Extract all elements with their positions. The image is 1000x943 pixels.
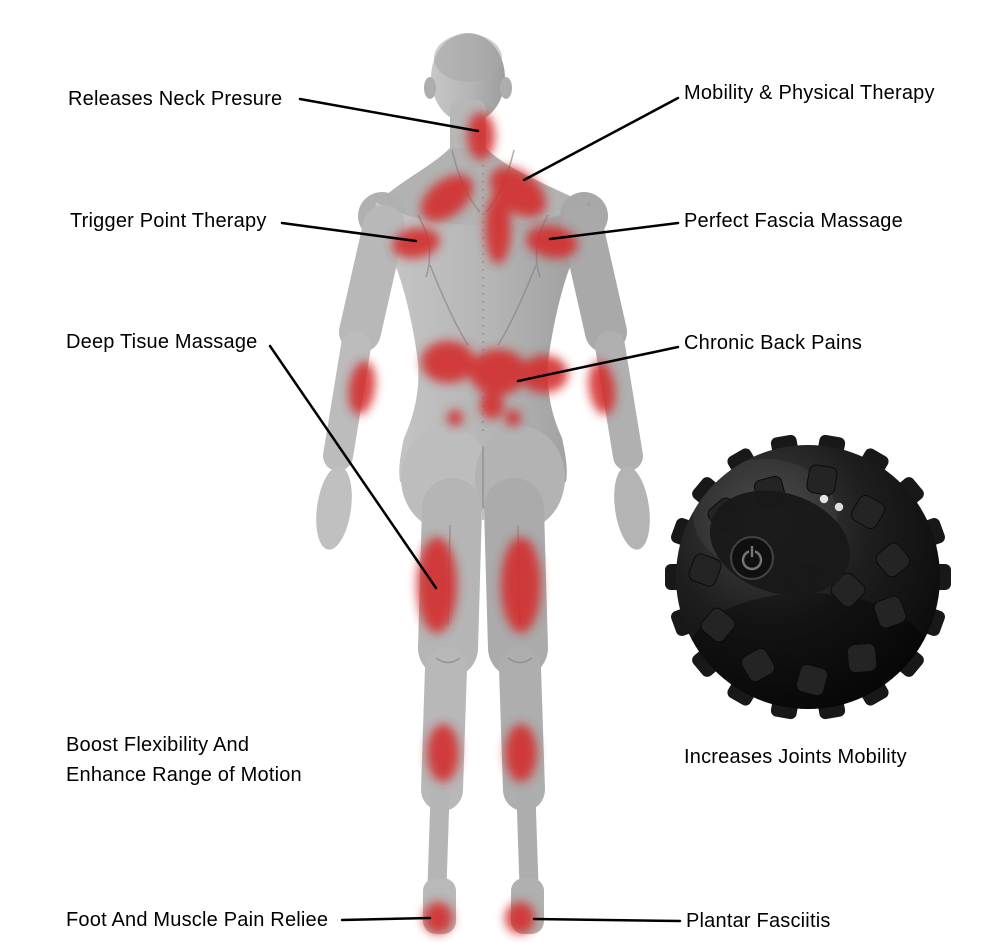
label-deep-tissue-massage: Deep Tisue Massage xyxy=(66,331,258,353)
highlight-right-shoulder xyxy=(526,225,578,259)
highlight-right-elbow xyxy=(588,361,616,415)
right-forearm xyxy=(595,331,643,471)
leader-line-foot xyxy=(340,916,432,922)
label-boost-flexibility-line1: Boost Flexibility And xyxy=(66,734,250,756)
label-foot-muscle-pain-relief: Foot And Muscle Pain Reliee xyxy=(66,909,329,931)
highlight-upper-spine xyxy=(485,192,511,264)
highlight-left-heel xyxy=(423,902,453,934)
power-button xyxy=(730,536,774,580)
indicator-dot-2 xyxy=(834,502,844,512)
label-chronic-back-pains: Chronic Back Pains xyxy=(684,332,863,354)
highlight-left-calf xyxy=(427,724,459,782)
left-upper-arm xyxy=(339,205,405,353)
highlight-left-elbow xyxy=(348,361,376,415)
label-perfect-fascia-massage: Perfect Fascia Massage xyxy=(684,210,903,232)
highlight-left-shoulder xyxy=(392,227,440,259)
left-ankle xyxy=(427,786,450,896)
head-shading xyxy=(434,34,502,82)
leader-line-fascia xyxy=(548,221,680,241)
highlight-right-calf xyxy=(505,724,537,782)
right-ear xyxy=(500,77,512,99)
leader-line-plantar xyxy=(532,917,682,923)
left-hand xyxy=(316,466,352,550)
power-button-ring xyxy=(730,536,774,580)
label-releases-neck-pressure: Releases Neck Presure xyxy=(68,88,283,110)
highlight-midback-right xyxy=(520,355,568,393)
muscle-detail-lines xyxy=(417,149,549,664)
highlight-left-trapezius xyxy=(420,174,474,222)
label-increases-joints-mobility: Increases Joints Mobility xyxy=(684,746,907,768)
highlight-right-hip xyxy=(505,410,521,426)
highlight-right-heel xyxy=(505,902,535,934)
highlight-left-hamstring xyxy=(417,537,457,633)
left-ear xyxy=(424,77,436,99)
highlight-lower-back xyxy=(480,391,504,419)
highlight-zones xyxy=(348,112,616,934)
highlight-right-hamstring xyxy=(501,537,541,633)
right-hand xyxy=(614,466,650,550)
label-mobility-physical-therapy: Mobility & Physical Therapy xyxy=(684,82,935,104)
body-figure xyxy=(316,33,650,934)
right-ankle xyxy=(516,786,539,896)
leader-line-deep-tissue xyxy=(268,344,438,590)
ball-bottom-shade xyxy=(688,593,928,709)
highlight-midback-left xyxy=(421,341,475,383)
massage-ball xyxy=(665,434,951,720)
right-upper-arm xyxy=(561,205,627,353)
leader-lines xyxy=(268,96,682,923)
left-forearm xyxy=(323,331,371,471)
label-trigger-point-therapy: Trigger Point Therapy xyxy=(70,210,267,232)
highlight-left-hip xyxy=(447,410,463,426)
label-boost-flexibility-line2: Enhance Range of Motion xyxy=(66,764,302,786)
leader-line-trigger-point xyxy=(280,221,418,243)
label-plantar-fasciitis: Plantar Fasciitis xyxy=(686,910,831,932)
leader-line-neck xyxy=(298,97,480,133)
leader-line-mobility xyxy=(522,96,680,182)
highlight-midback-center xyxy=(469,349,527,395)
highlight-neck xyxy=(467,112,495,160)
indicator-dot-1 xyxy=(819,494,829,504)
leader-line-chronic-back xyxy=(516,345,680,383)
